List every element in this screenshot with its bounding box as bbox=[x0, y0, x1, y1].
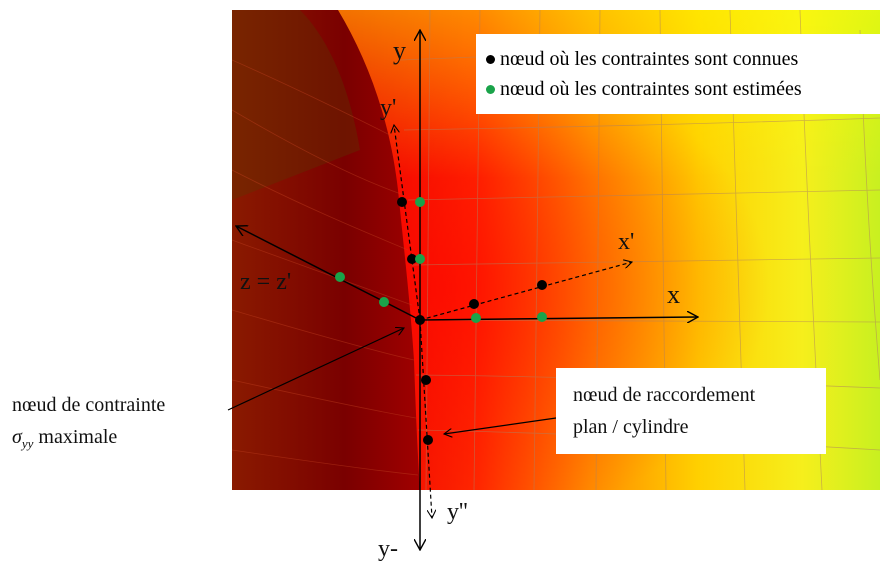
max-stress-note-line1: nœud de contrainte bbox=[12, 394, 166, 416]
known-node-icon bbox=[486, 55, 495, 64]
known-nodes bbox=[397, 197, 547, 445]
node-known bbox=[469, 299, 479, 309]
y-minus-axis-label: y- bbox=[378, 536, 398, 562]
junction-note-line2: plan / cylindre bbox=[573, 416, 689, 438]
junction-note-line1: nœud de raccordement bbox=[573, 384, 756, 406]
legend-estimated: nœud où les contraintes sont estimées bbox=[486, 78, 802, 101]
junction-note: nœud de raccordement plan / cylindre bbox=[556, 368, 826, 454]
node-known bbox=[423, 435, 433, 445]
node-known bbox=[415, 315, 425, 325]
cylinder-mesh bbox=[232, 59, 419, 476]
max-stress-note-line2: σyy maximale bbox=[12, 426, 117, 452]
estimated-nodes bbox=[335, 197, 547, 323]
y-prime-axis-label: y' bbox=[380, 95, 397, 121]
node-known bbox=[397, 197, 407, 207]
node-estimated bbox=[537, 312, 547, 322]
z-axis bbox=[236, 226, 421, 321]
x-prime-axis-label: x' bbox=[618, 229, 635, 255]
y-double-prime-axis-label: y'' bbox=[447, 499, 468, 525]
x-prime-axis bbox=[419, 262, 632, 321]
node-known bbox=[421, 375, 431, 385]
node-estimated bbox=[471, 313, 481, 323]
junction-pointer bbox=[444, 417, 557, 434]
node-estimated bbox=[379, 297, 389, 307]
z-axis-label: z = z' bbox=[240, 269, 292, 295]
x-axis-label: x bbox=[667, 280, 680, 309]
max-stress-suffix: maximale bbox=[38, 426, 118, 448]
y-double-prime-axis bbox=[419, 319, 432, 518]
max-stress-pointer bbox=[227, 328, 404, 411]
node-estimated bbox=[415, 254, 425, 264]
node-known bbox=[407, 254, 417, 264]
x-axis bbox=[419, 317, 698, 320]
node-estimated bbox=[335, 272, 345, 282]
annotation-lines bbox=[227, 328, 557, 434]
y-prime-axis bbox=[394, 125, 421, 321]
sigma-symbol: σyy bbox=[12, 426, 34, 451]
estimated-node-icon bbox=[486, 85, 495, 94]
max-stress-note: nœud de contrainte σyy maximale bbox=[12, 394, 166, 451]
legend-known: nœud où les contraintes sont connues bbox=[486, 48, 798, 71]
cylinder-region bbox=[232, 10, 420, 490]
node-estimated bbox=[415, 197, 425, 207]
y-axis-label: y bbox=[393, 36, 406, 65]
node-known bbox=[537, 280, 547, 290]
legend-estimated-label: nœud où les contraintes sont estimées bbox=[500, 78, 802, 100]
legend-known-label: nœud où les contraintes sont connues bbox=[500, 48, 799, 70]
axes bbox=[236, 30, 698, 550]
legend: nœud où les contraintes sont connues nœu… bbox=[476, 34, 880, 114]
